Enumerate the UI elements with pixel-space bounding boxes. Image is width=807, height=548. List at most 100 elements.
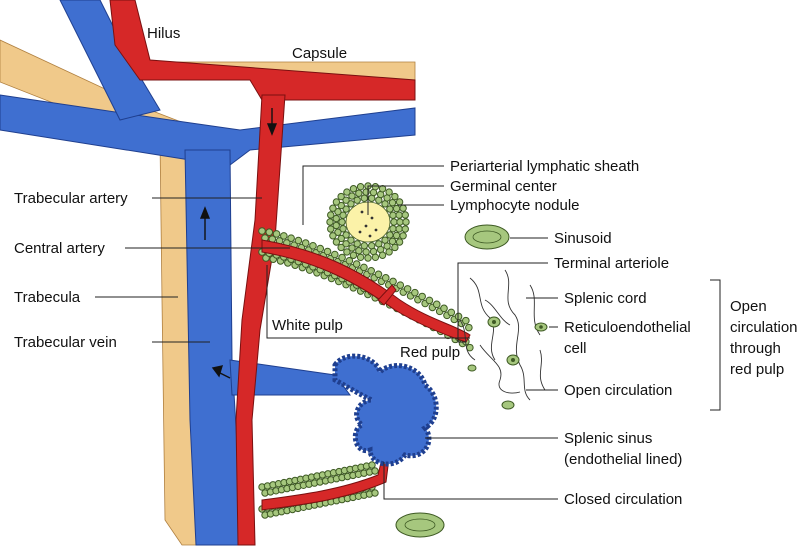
lower-sheath-cell <box>372 468 378 474</box>
label-trabecular-artery: Trabecular artery <box>14 190 128 207</box>
sheath-cell <box>310 242 317 249</box>
label-bracket-1: Open <box>730 298 767 315</box>
nodule-cell <box>330 233 336 239</box>
re-cell-1-nucleus <box>492 320 496 324</box>
cord-line-7 <box>540 350 545 390</box>
sheath-cell <box>404 286 411 293</box>
cord-line-2 <box>505 270 530 400</box>
nodule-cell <box>338 193 344 199</box>
label-closed-circulation: Closed circulation <box>564 491 682 508</box>
label-red-pulp: Red pulp <box>400 344 460 361</box>
label-capsule: Capsule <box>292 45 347 62</box>
nodule-cell <box>396 239 402 245</box>
sheath-cell <box>259 228 266 235</box>
nodule-cell <box>379 252 385 258</box>
label-bracket-2: circulation <box>730 319 798 336</box>
label-trabecula: Trabecula <box>14 289 81 306</box>
cord-line-5 <box>480 345 520 393</box>
lower-sheath-cell <box>369 462 375 468</box>
sheath-cell <box>368 268 375 275</box>
label-white-pulp: White pulp <box>272 317 343 334</box>
nodule-cell <box>387 232 393 238</box>
nodule-cell <box>350 186 356 192</box>
label-trabecular-vein: Trabecular vein <box>14 334 117 351</box>
nodule-cell <box>333 239 339 245</box>
nodule-cell <box>402 212 408 218</box>
germinal-dot <box>371 217 374 220</box>
sheath-cell <box>448 309 455 316</box>
sheath-cell <box>382 275 389 282</box>
nodule-cell <box>361 243 367 249</box>
nodule-cell <box>333 199 339 205</box>
nodule-cell <box>330 205 336 211</box>
sheath-cell <box>339 254 346 261</box>
nodule-cell <box>392 244 398 250</box>
nodule-cell <box>372 183 378 189</box>
label-re-cell-1: Reticuloendothelial <box>564 319 691 336</box>
label-re-cell-2: cell <box>564 340 587 357</box>
sinusoid-top <box>465 225 509 249</box>
free-cell-2 <box>468 365 476 371</box>
nodule-cell <box>357 183 363 189</box>
nodule-cell <box>397 219 403 225</box>
label-splenic-sinus-2: (endothelial lined) <box>564 451 682 468</box>
sheath-cell <box>332 251 339 258</box>
sheath-cell <box>466 324 473 331</box>
nodule-cell <box>392 193 398 199</box>
label-hilus: Hilus <box>147 25 180 42</box>
splenic-cord <box>460 270 545 400</box>
nodule-cell <box>400 205 406 211</box>
nodule-cell <box>356 190 362 196</box>
nodule-cell <box>396 226 402 232</box>
splenic-sinus-outer <box>335 356 436 464</box>
sheath-cell <box>419 293 426 300</box>
sheath-cell <box>353 261 360 268</box>
nodule-cell <box>389 200 395 206</box>
sheath-cell <box>361 264 368 271</box>
nodule-cell <box>344 249 350 255</box>
sheath-cell <box>288 235 295 242</box>
nodule-cell <box>386 189 392 195</box>
nodule-cell <box>350 252 356 258</box>
bracket-open-circ <box>710 280 720 410</box>
sheath-cell <box>281 233 288 240</box>
leader-closed-circ <box>384 462 558 499</box>
artery-top <box>110 0 415 100</box>
sinusoid-bottom <box>396 513 444 537</box>
label-pals: Periarterial lymphatic sheath <box>450 158 639 175</box>
nodule-cell <box>328 212 334 218</box>
germinal-dot <box>369 235 372 238</box>
label-terminal-arteriole: Terminal arteriole <box>554 255 669 272</box>
sheath-cell <box>433 301 440 308</box>
sheath-cell <box>455 313 462 320</box>
label-germinal-center: Germinal center <box>450 178 557 195</box>
nodule-cell <box>391 219 397 225</box>
germinal-dot <box>365 225 368 228</box>
label-open-circulation: Open circulation <box>564 382 672 399</box>
nodule-cell <box>393 205 399 211</box>
label-bracket-3: through <box>730 340 781 357</box>
nodule-cell <box>339 219 345 225</box>
nodule-cell <box>357 254 363 260</box>
label-splenic-sinus-1: Splenic sinus <box>564 430 652 447</box>
re-cell-3-nucleus <box>511 358 515 362</box>
nodule-cell <box>356 248 362 254</box>
label-splenic-cord: Splenic cord <box>564 290 647 307</box>
sheath-cell <box>324 248 331 255</box>
label-lymphocyte-nodule: Lymphocyte nodule <box>450 197 580 214</box>
sheath-cell <box>302 240 309 247</box>
nodule-cell <box>396 212 402 218</box>
sheath-cell <box>266 229 273 236</box>
nodule-cell <box>338 244 344 250</box>
sheath-cell <box>390 278 397 285</box>
sheath-cell <box>426 297 433 304</box>
nodule-cell <box>390 226 396 232</box>
splenic-sinus <box>335 356 436 464</box>
sheath-cell <box>463 317 470 324</box>
vein-trunk <box>185 150 245 545</box>
nodule-cell <box>363 249 369 255</box>
sheath-cell <box>397 282 404 289</box>
re-cell-2-nucleus <box>539 325 543 329</box>
germinal-dot <box>359 231 362 234</box>
